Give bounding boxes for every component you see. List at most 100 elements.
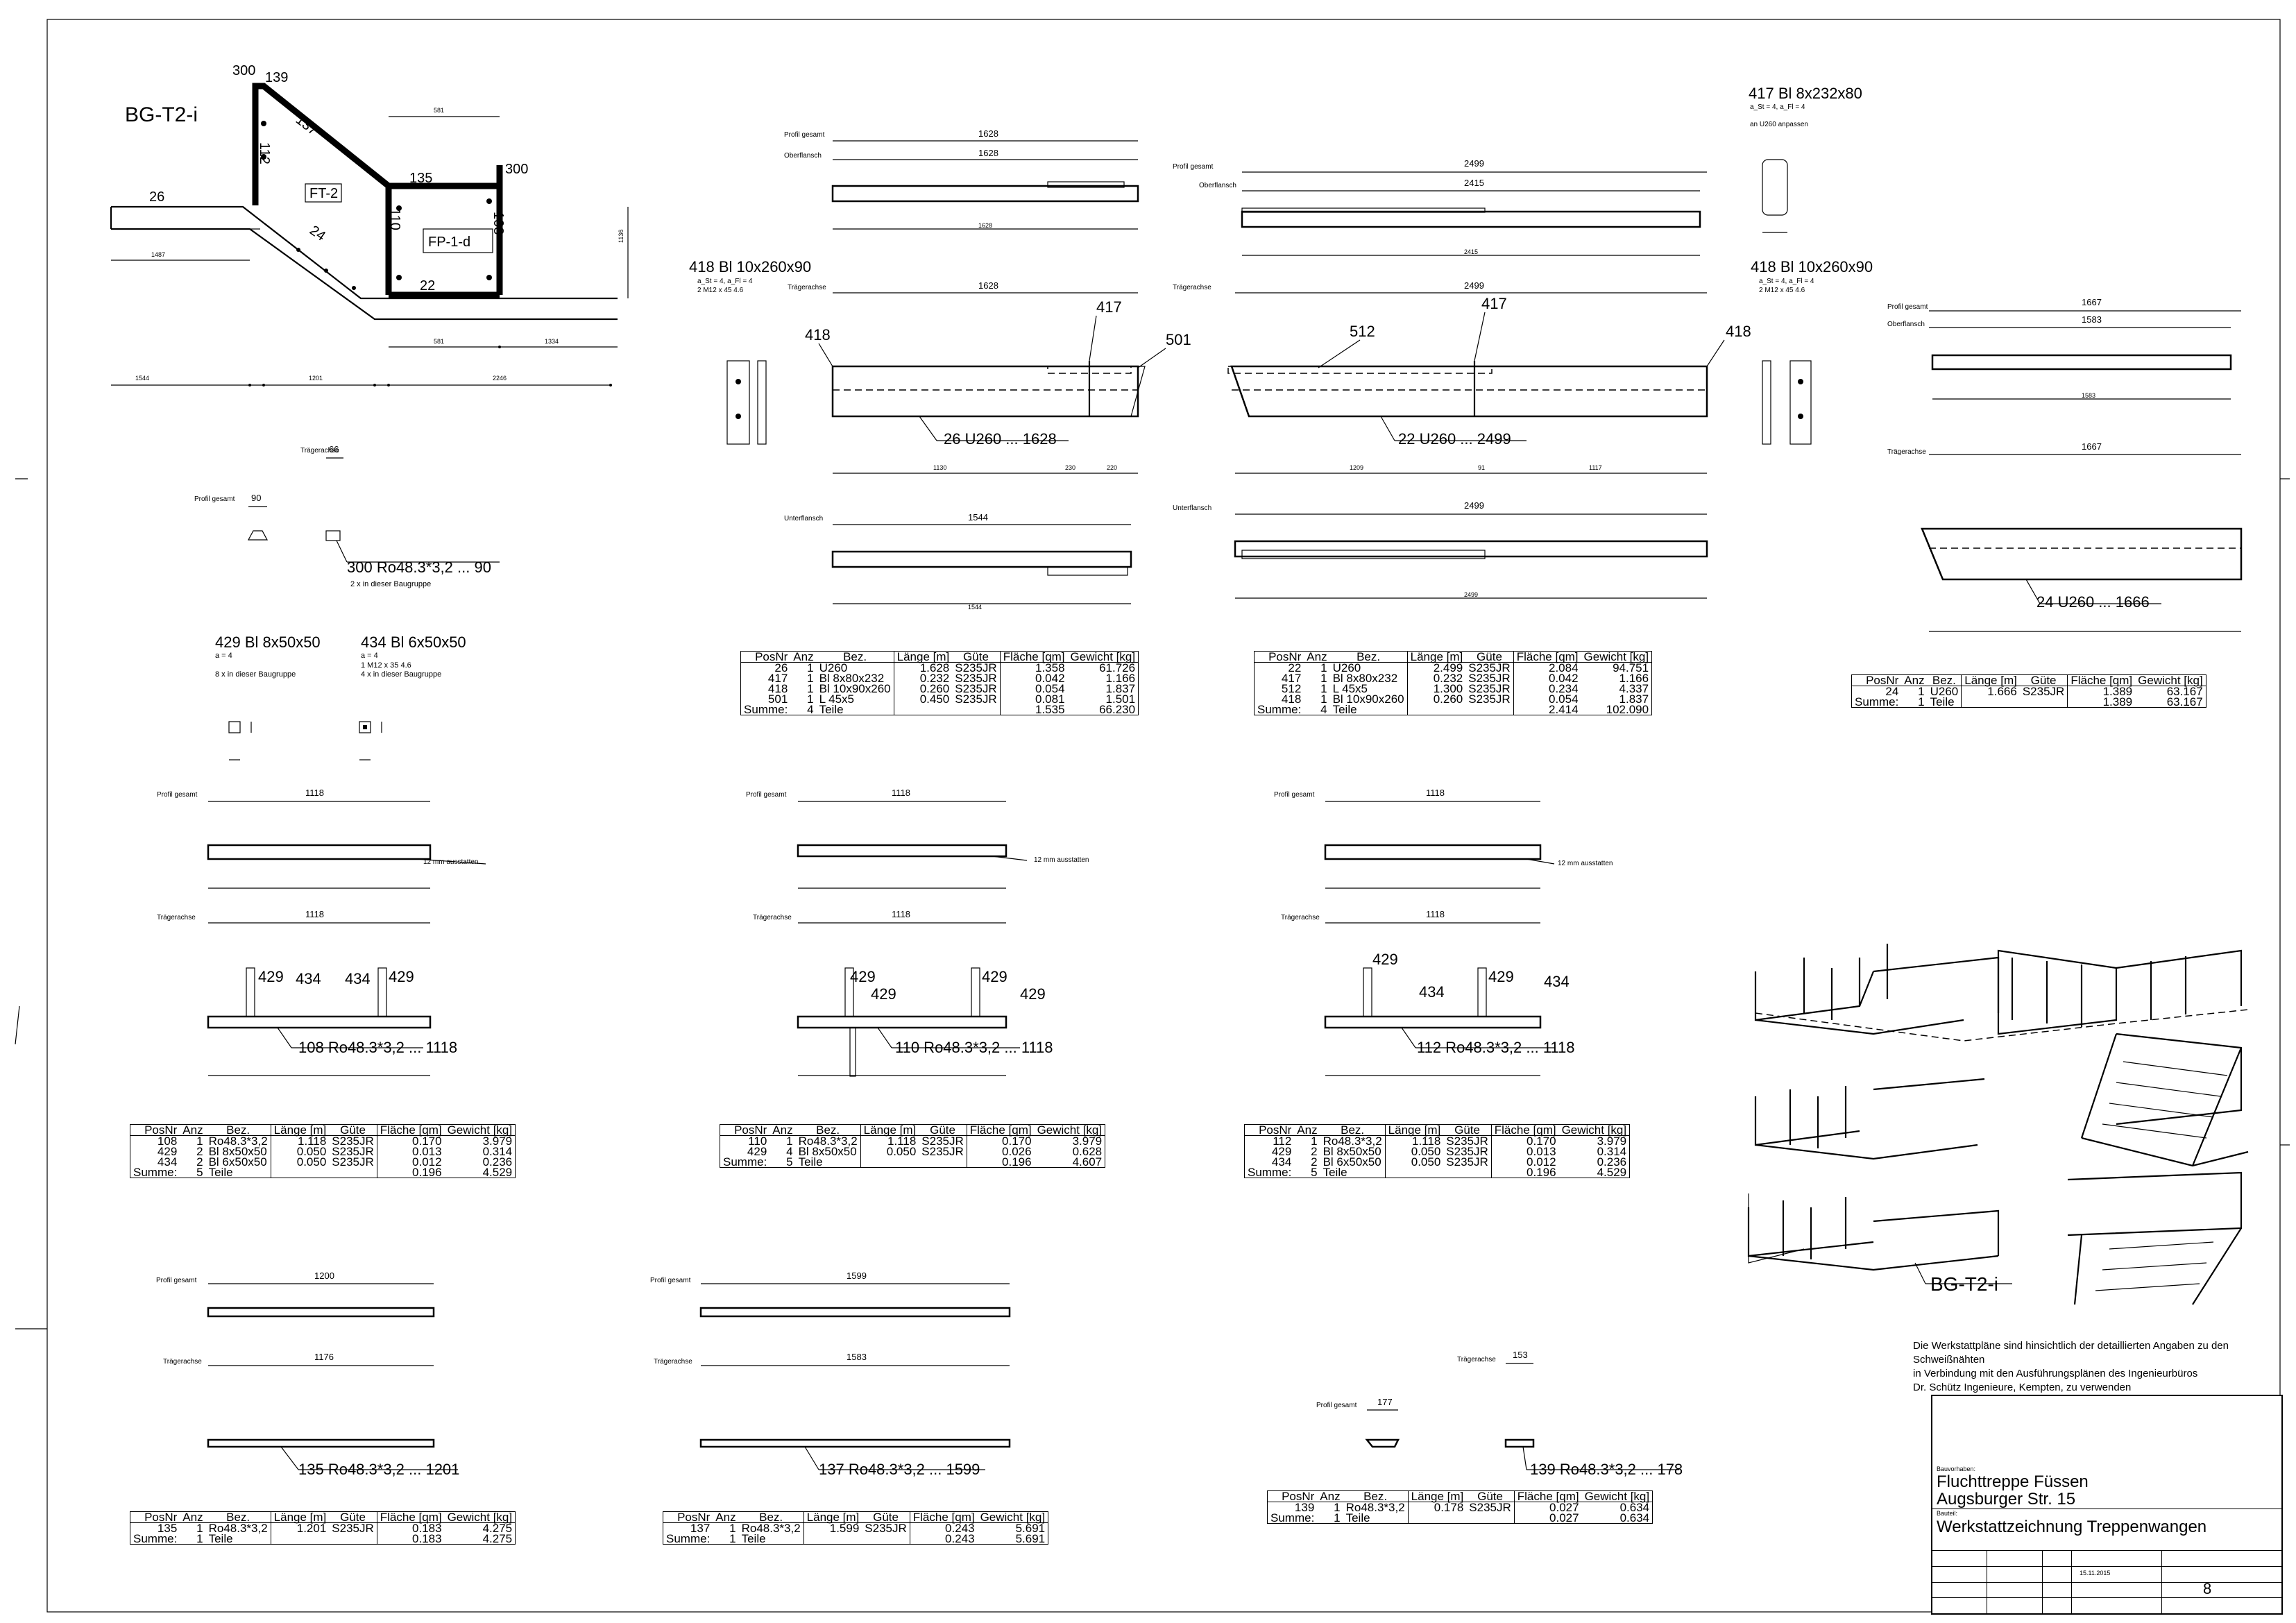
assembly-label: BG-T2-i — [125, 103, 198, 126]
svg-text:Profil gesamt: Profil gesamt — [1274, 791, 1315, 799]
svg-text:1544: 1544 — [968, 604, 982, 611]
svg-text:110: 110 — [387, 208, 402, 230]
svg-text:4 x in dieser Baugruppe: 4 x in dieser Baugruppe — [361, 670, 441, 679]
pipe-139-drawing: Profil gesamt 177 Trägerachse 153 139 Ro… — [1316, 1350, 1683, 1478]
svg-text:1628: 1628 — [978, 128, 998, 139]
svg-text:1118: 1118 — [305, 909, 324, 919]
svg-text:Profil gesamt: Profil gesamt — [784, 131, 825, 139]
svg-text:1176: 1176 — [314, 1352, 334, 1362]
svg-text:512: 512 — [1350, 323, 1375, 340]
svg-text:429: 429 — [871, 985, 896, 1003]
svg-text:139 Ro48.3*3,2 ... 178: 139 Ro48.3*3,2 ... 178 — [1530, 1461, 1683, 1478]
svg-text:a_St = 4, a_Fl = 4: a_St = 4, a_Fl = 4 — [1759, 278, 1814, 285]
svg-text:417: 417 — [1481, 295, 1507, 312]
svg-text:Trägerachse: Trägerachse — [753, 914, 792, 921]
svg-text:1201: 1201 — [309, 375, 323, 382]
svg-text:Profil gesamt: Profil gesamt — [650, 1277, 691, 1284]
svg-text:Trägerachse: Trägerachse — [163, 1358, 202, 1366]
svg-text:1583: 1583 — [2082, 392, 2095, 399]
svg-text:1583: 1583 — [2082, 314, 2102, 325]
svg-text:1118: 1118 — [892, 909, 910, 919]
svg-text:Oberflansch: Oberflansch — [1887, 321, 1925, 328]
svg-text:434: 434 — [1544, 973, 1570, 990]
svg-text:Trägerachse: Trägerachse — [1457, 1356, 1496, 1363]
svg-text:Trägerachse: Trägerachse — [654, 1358, 692, 1366]
svg-text:1628: 1628 — [978, 280, 998, 291]
svg-text:Trägerachse: Trägerachse — [1281, 914, 1320, 921]
iso-label: BG-T2-i — [1930, 1273, 1998, 1295]
svg-text:90: 90 — [251, 493, 261, 503]
svg-text:1200: 1200 — [314, 1271, 334, 1281]
svg-text:Unterflansch: Unterflansch — [784, 515, 823, 522]
svg-text:Trägerachse: Trägerachse — [788, 284, 826, 291]
svg-text:24: 24 — [307, 223, 328, 244]
svg-text:429: 429 — [1488, 968, 1514, 985]
svg-text:24 U260 ... 1666: 24 U260 ... 1666 — [2036, 593, 2150, 611]
svg-text:Profil gesamt: Profil gesamt — [1316, 1402, 1357, 1409]
svg-text:1118: 1118 — [1426, 909, 1445, 919]
svg-text:2499: 2499 — [1464, 158, 1484, 169]
svg-text:12 mm ausstatten: 12 mm ausstatten — [1558, 860, 1613, 867]
svg-text:137 Ro48.3*3,2 ... 1599: 137 Ro48.3*3,2 ... 1599 — [819, 1461, 980, 1478]
svg-text:Trägerachse: Trägerachse — [300, 447, 339, 454]
svg-text:108: 108 — [491, 212, 506, 235]
pipe-110-drawing: Profil gesamt 1118 12 mm ausstatten Träg… — [746, 788, 1089, 1077]
svg-text:300 Ro48.3*3,2 ... 90: 300 Ro48.3*3,2 ... 90 — [347, 559, 491, 576]
svg-text:108 Ro48.3*3,2 ... 1118: 108 Ro48.3*3,2 ... 1118 — [298, 1039, 457, 1056]
svg-text:2 x in dieser Baugruppe: 2 x in dieser Baugruppe — [350, 580, 431, 588]
svg-text:418: 418 — [805, 326, 831, 343]
svg-text:12 mm ausstatten: 12 mm ausstatten — [423, 858, 478, 866]
svg-text:135: 135 — [409, 171, 432, 186]
part-300-detail: Profil gesamt Trägerachse 90 66 300 Ro48… — [194, 444, 500, 588]
svg-text:434: 434 — [1419, 983, 1445, 1001]
svg-text:1667: 1667 — [2082, 297, 2102, 307]
svg-text:177: 177 — [1377, 1397, 1393, 1407]
svg-text:418 Bl 10x260x90: 418 Bl 10x260x90 — [1751, 258, 1873, 275]
svg-text:434: 434 — [345, 970, 371, 987]
svg-text:2 M12 x 45 4.6: 2 M12 x 45 4.6 — [697, 287, 744, 294]
svg-text:2 M12 x 45 4.6: 2 M12 x 45 4.6 — [1759, 287, 1805, 294]
railing-upper — [252, 83, 500, 205]
svg-text:a_St = 4, a_Fl = 4: a_St = 4, a_Fl = 4 — [1750, 103, 1805, 111]
svg-text:Profil gesamt: Profil gesamt — [1887, 303, 1928, 311]
svg-text:FP-1-d: FP-1-d — [428, 235, 470, 250]
isometric-views: BG-T2-i — [1747, 944, 2249, 1305]
svg-text:1628: 1628 — [978, 222, 992, 229]
svg-text:153: 153 — [1513, 1350, 1528, 1360]
svg-text:1583: 1583 — [847, 1352, 867, 1362]
svg-text:429: 429 — [258, 968, 284, 985]
svg-text:429: 429 — [850, 968, 876, 985]
fold-mark — [15, 1005, 20, 1045]
svg-text:12 mm ausstatten: 12 mm ausstatten — [1034, 856, 1089, 864]
svg-text:501: 501 — [1166, 331, 1191, 348]
part-418-right-detail: 418 Bl 10x260x90 a_St = 4, a_Fl = 4 2 M1… — [1751, 258, 1873, 445]
svg-text:Profil gesamt: Profil gesamt — [157, 791, 198, 799]
svg-text:Unterflansch: Unterflansch — [1173, 504, 1211, 512]
svg-text:112 Ro48.3*3,2 ... 1118: 112 Ro48.3*3,2 ... 1118 — [1417, 1039, 1575, 1056]
svg-text:417 Bl 8x232x80: 417 Bl 8x232x80 — [1749, 85, 1862, 102]
svg-text:300: 300 — [505, 162, 528, 177]
svg-text:1118: 1118 — [305, 788, 324, 798]
svg-text:434 Bl 6x50x50: 434 Bl 6x50x50 — [361, 634, 466, 651]
svg-text:Oberflansch: Oberflansch — [784, 152, 822, 160]
svg-text:Profil gesamt: Profil gesamt — [746, 791, 787, 799]
svg-text:Profil gesamt: Profil gesamt — [156, 1277, 197, 1284]
svg-text:91: 91 — [1478, 464, 1485, 471]
beam-24-drawing: Profil gesamt 1667 Oberflansch 1583 1583… — [1887, 297, 2243, 632]
svg-text:Trägerachse: Trägerachse — [1887, 448, 1926, 456]
svg-text:1544: 1544 — [135, 375, 149, 382]
part-434-detail: 434 Bl 6x50x50 a = 4 1 M12 x 35 4.6 4 x … — [359, 634, 466, 760]
svg-text:2415: 2415 — [1464, 178, 1484, 188]
part-429-detail: 429 Bl 8x50x50 a = 4 8 x in dieser Baugr… — [215, 634, 321, 760]
svg-text:429 Bl 8x50x50: 429 Bl 8x50x50 — [215, 634, 321, 651]
svg-text:429: 429 — [389, 968, 414, 985]
svg-text:434: 434 — [296, 970, 321, 987]
svg-text:418 Bl 10x260x90: 418 Bl 10x260x90 — [689, 258, 811, 275]
svg-text:26 U260 ... 1628: 26 U260 ... 1628 — [944, 430, 1057, 448]
svg-text:66: 66 — [329, 444, 339, 454]
part-417-detail: 417 Bl 8x232x80 a_St = 4, a_Fl = 4 an U2… — [1749, 85, 1862, 233]
part-418-left-detail: 418 Bl 10x260x90 a_St = 4, a_Fl = 4 2 M1… — [689, 258, 811, 445]
svg-text:Profil gesamt: Profil gesamt — [194, 495, 235, 503]
svg-text:1118: 1118 — [892, 788, 910, 798]
svg-text:220: 220 — [1107, 464, 1117, 471]
